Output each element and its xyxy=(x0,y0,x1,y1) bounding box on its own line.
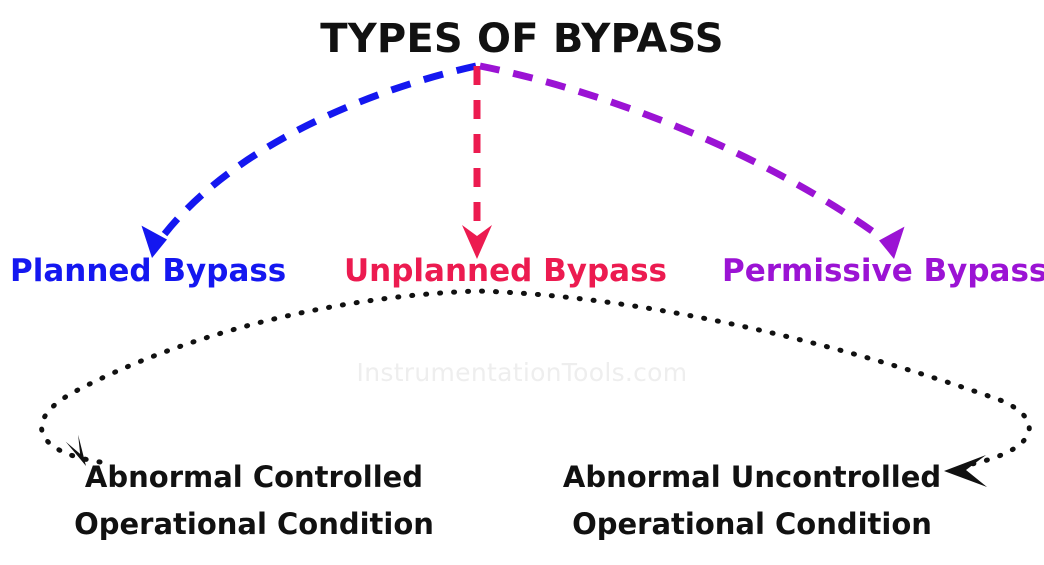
arrow-abnormal-controlled-head xyxy=(65,434,87,466)
watermark: InstrumentationTools.com xyxy=(356,358,688,387)
arrow-abnormal-uncontrolled-head xyxy=(944,455,987,487)
arrow-permissive-bypass-line xyxy=(479,62,885,241)
arrow-unplanned-bypass-head xyxy=(462,225,492,259)
arrow-permissive-bypass-head xyxy=(878,226,905,259)
label-permissive-bypass: Permissive Bypass xyxy=(722,253,1044,289)
label-abnormal-uncontrolled-line2: Operational Condition xyxy=(572,507,932,541)
arrow-abnormal-conditions xyxy=(39,288,1032,487)
label-abnormal-controlled-line1: Abnormal Controlled xyxy=(84,460,424,494)
label-abnormal-uncontrolled-line1: Abnormal Uncontrolled xyxy=(562,460,942,494)
label-planned-bypass: Planned Bypass xyxy=(10,253,287,289)
arrow-abnormal-conditions-line xyxy=(39,288,1032,469)
arrow-planned-bypass-head xyxy=(141,225,168,258)
arrow-unplanned-bypass xyxy=(462,66,492,259)
label-abnormal-controlled-line2: Operational Condition xyxy=(74,507,434,541)
arrow-planned-bypass xyxy=(141,62,477,258)
label-unplanned-bypass: Unplanned Bypass xyxy=(344,253,667,289)
arrow-planned-bypass-line xyxy=(160,62,477,239)
arrow-permissive-bypass xyxy=(479,62,905,259)
page-title: TYPES OF BYPASS xyxy=(320,16,724,62)
